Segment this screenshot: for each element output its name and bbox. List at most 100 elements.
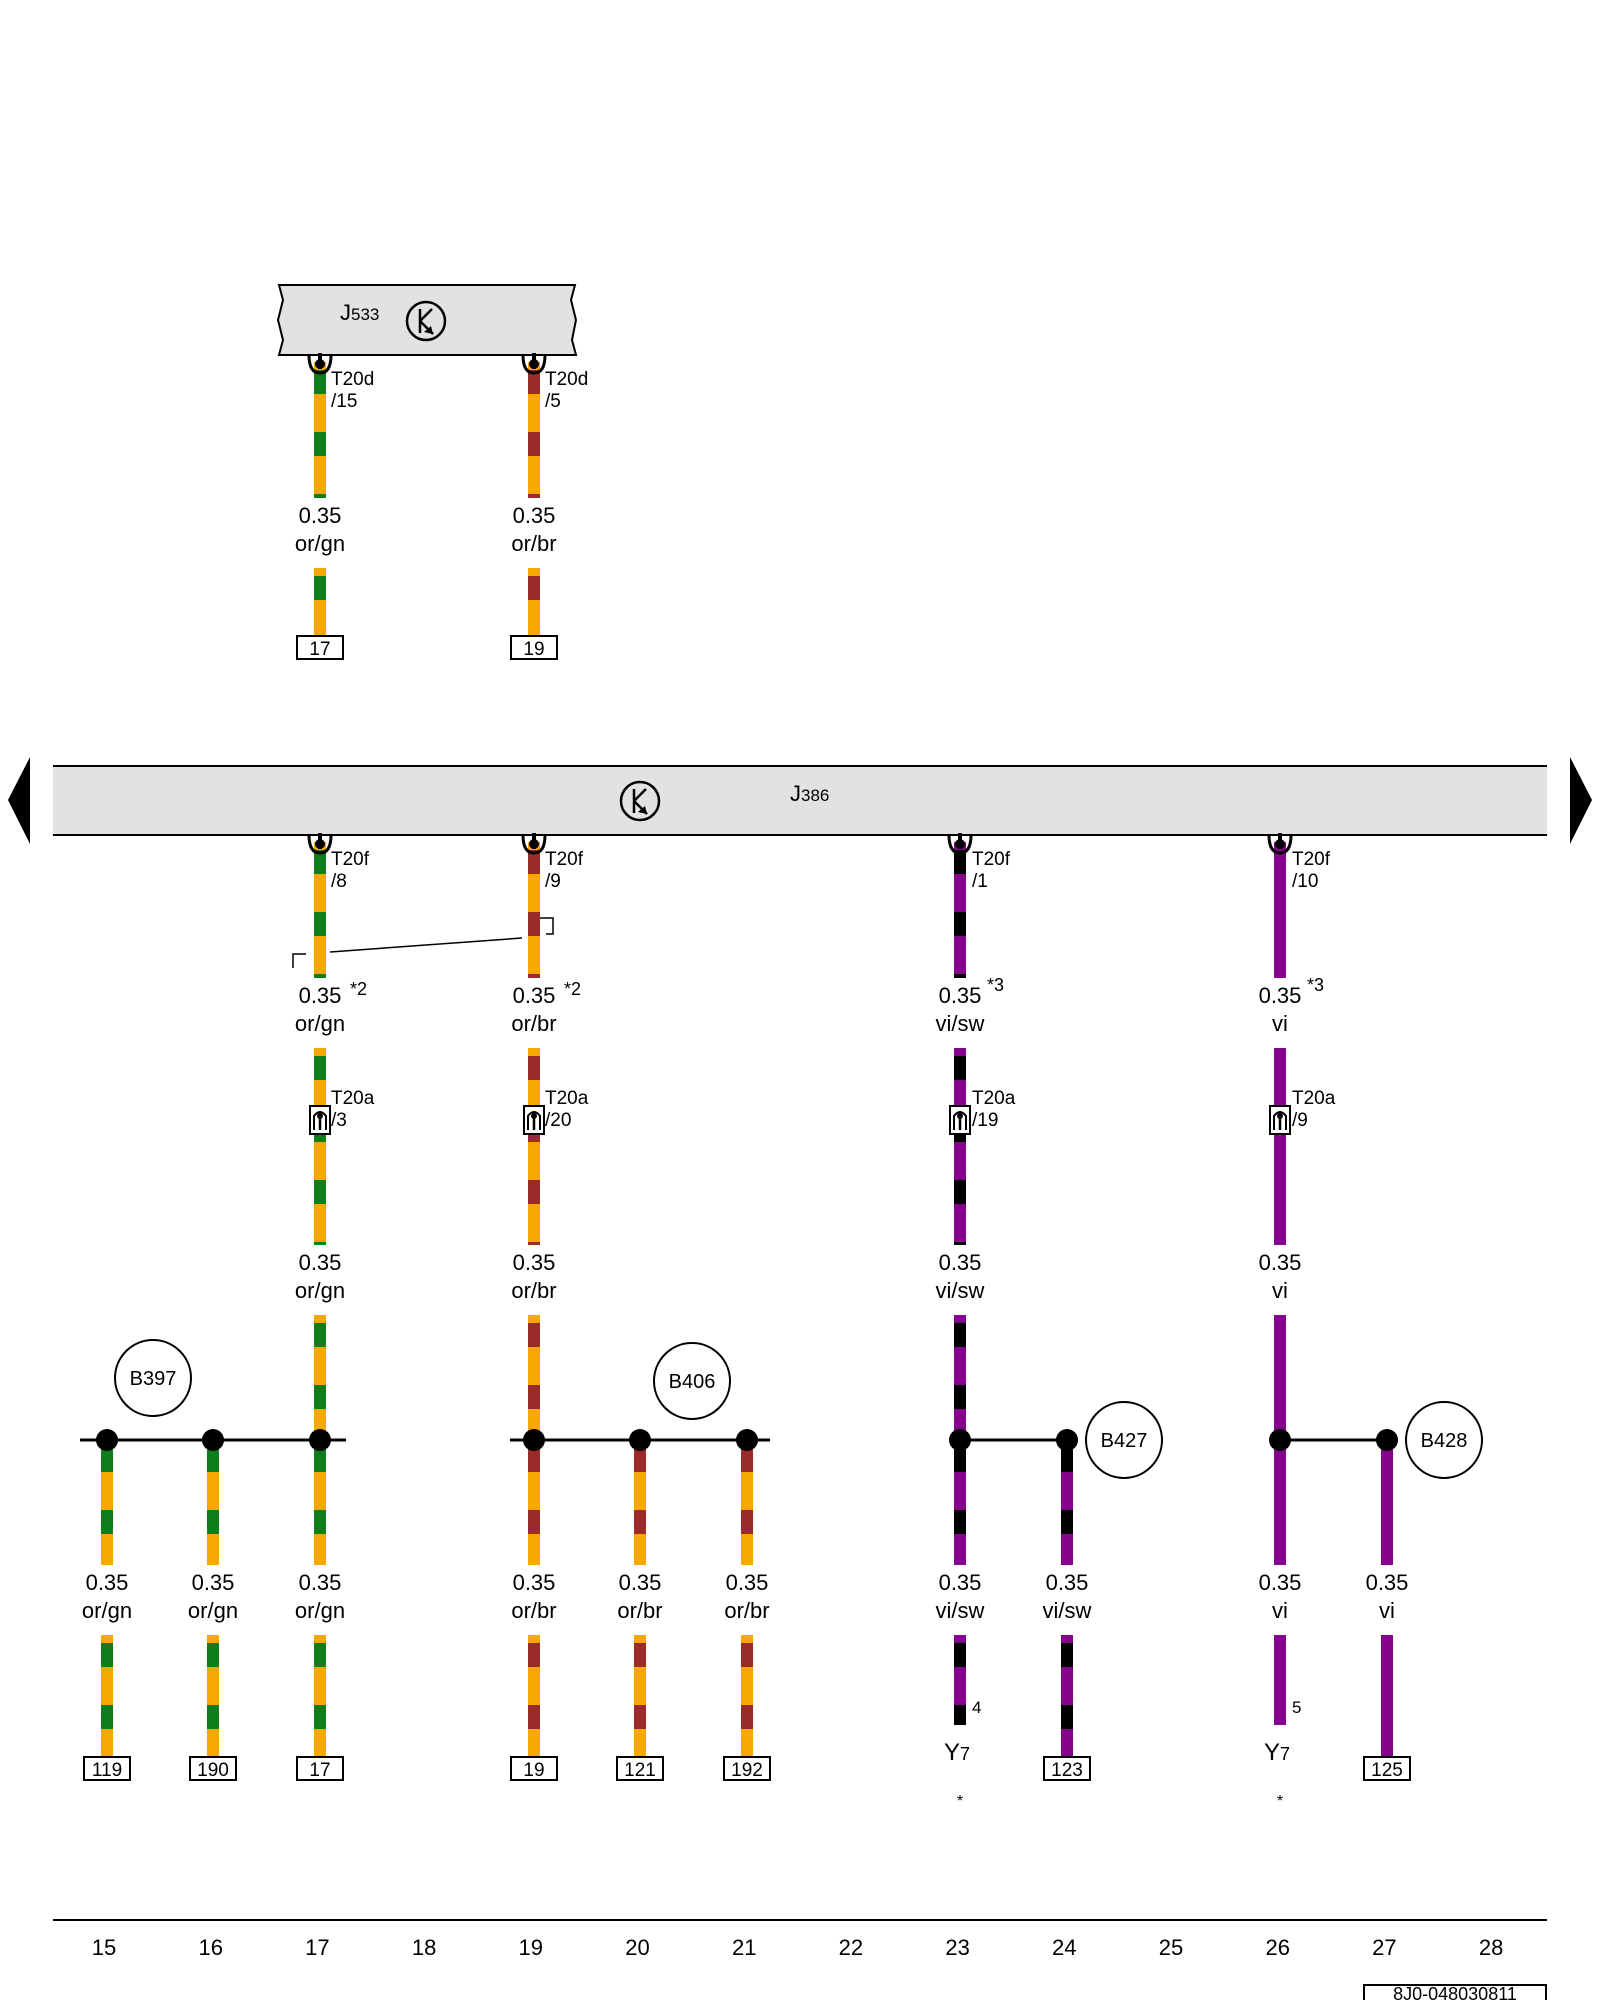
connector-pin: /3 <box>331 1110 347 1131</box>
reference-boxes[interactable]: 17 19 119 190 17 19 121 192 123 125 <box>83 635 1411 1781</box>
ref-box-190: 190 <box>189 1756 237 1781</box>
column-number: 23 <box>945 1935 969 1960</box>
ref-box-119: 119 <box>83 1756 131 1781</box>
wire-segment <box>101 1440 113 1565</box>
splice-labels[interactable]: B397 B406 B427 B428 <box>114 1339 1483 1479</box>
module-j533[interactable]: J533 <box>276 284 578 356</box>
wire-color: vi/sw <box>936 1278 985 1303</box>
svg-text:T20f/8: T20f/8 <box>331 849 370 892</box>
wire-segment <box>314 1635 326 1757</box>
svg-text:123: 123 <box>1051 1760 1083 1781</box>
wire-segment <box>528 568 540 636</box>
connector-name: T20a <box>331 1088 375 1109</box>
wire-color: or/gn <box>295 1011 345 1036</box>
svg-text:119: 119 <box>92 1760 122 1781</box>
wire-size: 0.35 <box>513 503 556 528</box>
splice-b428: B428 <box>1405 1401 1483 1479</box>
wire-size: 0.35 <box>513 1570 556 1595</box>
wire-color: vi/sw <box>1043 1598 1092 1623</box>
splice-points <box>96 1429 1398 1451</box>
svg-text:125: 125 <box>1371 1760 1403 1781</box>
wire-segment <box>741 1440 753 1565</box>
wire-segment <box>207 1635 219 1757</box>
connector-name: T20d <box>331 369 374 390</box>
module-j533-letter: J <box>340 300 351 325</box>
wire-segment <box>528 842 540 978</box>
wire-size: 0.35 <box>939 1570 982 1595</box>
wire-color: vi/sw <box>936 1598 985 1623</box>
inline-connector-icon <box>949 1105 971 1135</box>
module-j386[interactable]: J386 <box>53 765 1547 836</box>
terminal-y7-b[interactable]: 5 Y7 * <box>1264 1698 1301 1810</box>
connector-pin: /9 <box>1292 1110 1308 1131</box>
wire-segment <box>1061 1440 1073 1565</box>
wire-size: 0.35 <box>192 1570 235 1595</box>
svg-text:192: 192 <box>731 1760 763 1781</box>
wire-size: 0.35 <box>513 1250 556 1275</box>
terminal-pin: 5 <box>1292 1698 1301 1717</box>
wire-segment <box>954 1440 966 1565</box>
wire-segment <box>314 1315 326 1440</box>
column-number: 17 <box>305 1935 329 1960</box>
wire-segment <box>1274 1315 1286 1440</box>
connector-pin: /10 <box>1292 871 1318 892</box>
inline-connector-icon <box>309 1105 331 1135</box>
column-number: 22 <box>839 1935 863 1960</box>
wire-color: or/br <box>511 1278 556 1303</box>
wire-segment <box>1381 1440 1393 1565</box>
svg-text:T20f/10: T20f/10 <box>1292 849 1331 892</box>
twisted-pair-marker <box>292 917 554 968</box>
wire-note: *2 <box>350 979 367 999</box>
wire-color: or/br <box>511 1011 556 1036</box>
terminal-y7-a[interactable]: 4 Y7 * <box>944 1698 981 1810</box>
wire-size: 0.35 <box>1046 1570 1089 1595</box>
ref-box-17: 17 <box>296 1756 344 1781</box>
splice-b397: B397 <box>114 1339 192 1417</box>
splice-label: B397 <box>130 1368 177 1390</box>
module-j386-letter: J <box>790 781 801 806</box>
terminal-pin: 4 <box>972 1698 981 1717</box>
connector-pin: /8 <box>331 871 347 892</box>
ref-box-19: 19 <box>510 1756 558 1781</box>
connector-pin: /15 <box>331 391 357 412</box>
wire-size: 0.35 <box>1259 983 1302 1008</box>
svg-text:T20d/15: T20d/15 <box>331 369 374 412</box>
svg-text:T20a/19: T20a/19 <box>972 1088 1016 1131</box>
wire-segment <box>314 568 326 636</box>
wire-color: or/gn <box>188 1598 238 1623</box>
wire-color: or/gn <box>295 1598 345 1623</box>
wire-segment <box>528 362 540 498</box>
wire-size: 0.35 <box>299 1250 342 1275</box>
wire-size: 0.35 <box>1259 1250 1302 1275</box>
connector-name: T20a <box>545 1088 589 1109</box>
wire-size: 0.35 <box>299 503 342 528</box>
wire-segment <box>314 1440 326 1565</box>
connector-name: T20d <box>545 369 588 390</box>
column-number: 19 <box>519 1935 543 1960</box>
column-number: 28 <box>1479 1935 1503 1960</box>
wires-layer <box>101 362 1393 1757</box>
svg-text:Y7: Y7 <box>944 1739 970 1766</box>
wire-labels: 0.35 or/gn 0.35 or/br 0.35 or/gn 0.35 or… <box>82 503 1408 1623</box>
connector-name: T20f <box>972 849 1011 870</box>
ref-box-192: 192 <box>723 1756 771 1781</box>
splice-label: B406 <box>669 1371 716 1393</box>
connector-fork-icon <box>947 833 973 855</box>
connector-pin: /19 <box>972 1110 998 1131</box>
svg-text:T20f/9: T20f/9 <box>545 849 584 892</box>
svg-text:17: 17 <box>309 1760 330 1781</box>
connector-fork-icon <box>1267 833 1293 855</box>
arrow-right-icon[interactable] <box>1570 757 1592 844</box>
transistor-icon <box>619 780 661 822</box>
wire-segment <box>528 1048 540 1245</box>
svg-text:Y7: Y7 <box>1264 1739 1290 1766</box>
connector-terminals <box>307 353 1293 855</box>
wire-segment <box>1381 1635 1393 1757</box>
inline-connectors <box>309 1105 1291 1135</box>
connector-pin: /1 <box>972 871 988 892</box>
arrow-left-icon[interactable] <box>8 757 30 844</box>
wire-segment <box>101 1635 113 1757</box>
transistor-icon <box>405 300 447 342</box>
wire-note: *3 <box>1307 975 1324 995</box>
wire-color: or/br <box>511 531 556 556</box>
